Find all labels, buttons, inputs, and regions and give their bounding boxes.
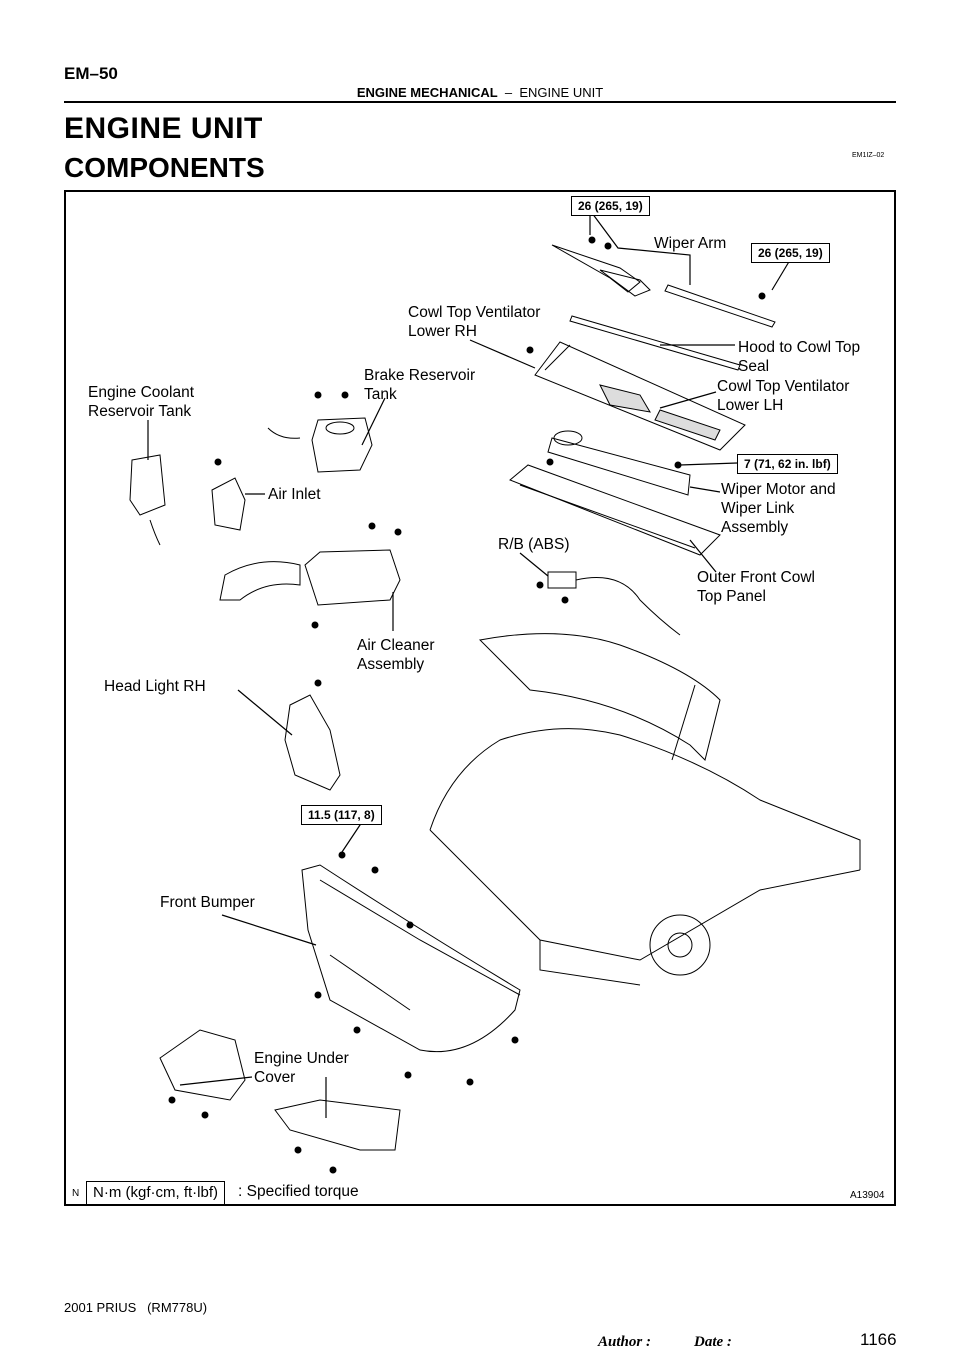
author-field: Author : [598,1334,651,1350]
header-subsection: – ENGINE UNIT [497,85,604,100]
outer-cowl-drawing [510,459,720,555]
torque-head-light: 11.5 (117, 8) [301,805,382,825]
figure-code: A13904 [850,1190,885,1201]
torque-wiper-motor: 7 (71, 62 in. lbf) [737,454,838,474]
label-front-bumper: Front Bumper [160,894,255,911]
date-field: Date : [694,1334,732,1350]
label-head-light: Head Light RH [104,678,206,695]
torque-legend-unit: N·m (kgf·cm, ft·lbf) [86,1181,225,1205]
torque-legend-text: : Specified torque [238,1183,359,1200]
label-brake-tank: Brake Reservoir Tank [364,367,476,403]
label-outer-cowl: Outer Front Cowl Top Panel [697,569,816,605]
rb-abs-drawing [537,572,680,635]
under-cover-drawing [160,1030,400,1173]
label-cowl-vent-rh: Cowl Top Ventilator Lower RH [408,304,541,340]
leader-lines [148,213,790,1118]
brake-tank-drawing [268,392,372,472]
air-cleaner-drawing [220,523,401,628]
label-wiper-arm: Wiper Arm [654,235,727,252]
vehicle-drawing [430,634,860,985]
section-title: ENGINE UNIT [64,112,263,145]
headlight-drawing [285,680,340,790]
reference-code: EM1IZ–02 [852,152,885,159]
label-air-cleaner: Air Cleaner Assembly [357,637,435,673]
wiper-arm-drawing [552,237,775,327]
label-cowl-vent-lh: Cowl Top Ventilator Lower LH [717,378,850,414]
header-rule [64,101,896,103]
subsection-title: COMPONENTS [64,152,265,183]
page-code: EM–50 [64,64,118,83]
model-footer: 2001 PRIUS (RM778U) [64,1300,208,1315]
label-air-inlet: Air Inlet [268,486,321,503]
label-under-cover: Engine Under Cover [254,1050,349,1086]
air-inlet-drawing [212,459,245,530]
cowl-vent-drawing [527,342,745,450]
label-coolant-tank: Engine Coolant Reservoir Tank [88,384,194,420]
label-hood-seal: Hood to Cowl Top Seal [738,339,861,375]
figure-frame [64,190,896,1206]
label-wiper-motor: Wiper Motor and Wiper Link Assembly [721,481,836,536]
torque-wiper-arm-nut-1: 26 (265, 19) [571,196,650,216]
front-bumper-drawing [302,852,520,1085]
figure-mark: N [72,1188,80,1199]
label-rb-abs: R/B (ABS) [498,536,570,553]
page-number: 1166 [860,1330,897,1349]
coolant-tank-drawing [130,455,165,545]
hood-seal-drawing [570,316,740,370]
torque-wiper-arm-nut-2: 26 (265, 19) [751,243,830,263]
header-section: ENGINE MECHANICAL [356,85,498,100]
running-header: ENGINE MECHANICAL – ENGINE UNIT [0,85,960,100]
wiper-motor-drawing [548,431,690,495]
